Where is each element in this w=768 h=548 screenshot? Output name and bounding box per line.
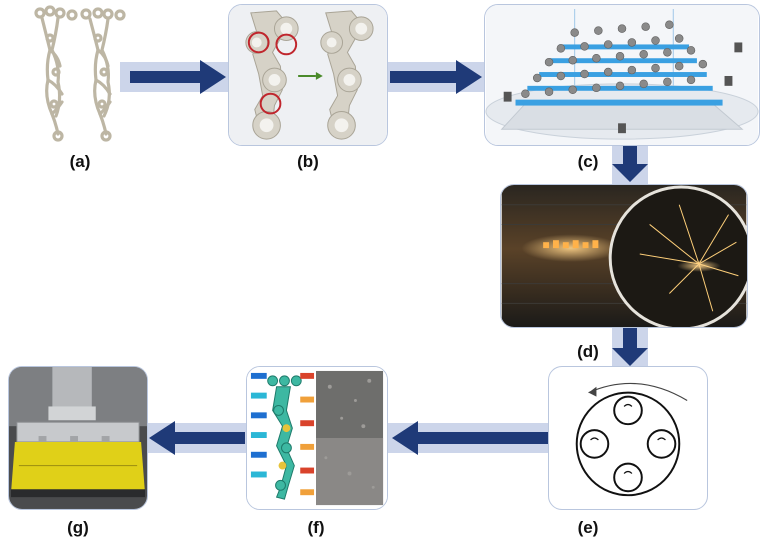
label-d: (d) xyxy=(577,342,599,361)
arrow-d-to-e xyxy=(612,328,648,366)
panel-d-laser-photo xyxy=(500,184,748,328)
arrow-b-to-c xyxy=(390,60,482,94)
arrow-e-to-f xyxy=(392,421,548,455)
label-e: (e) xyxy=(577,518,599,537)
label-c: (c) xyxy=(577,152,599,171)
panel-e-disc-schematic xyxy=(548,366,708,510)
panel-c-build-plate xyxy=(484,4,760,146)
label-g: (g) xyxy=(67,518,89,537)
panel-f-inspection xyxy=(246,366,388,510)
arrow-a-to-b xyxy=(130,60,226,94)
label-f: (f) xyxy=(307,518,325,537)
arrow-c-to-d xyxy=(612,144,648,182)
label-a: (a) xyxy=(69,152,91,171)
arrow-f-to-g xyxy=(149,421,245,455)
label-b: (b) xyxy=(297,152,319,171)
panel-b-detail xyxy=(228,4,388,146)
panel-a-parts xyxy=(28,4,136,144)
panel-g-test-photo xyxy=(8,366,148,510)
